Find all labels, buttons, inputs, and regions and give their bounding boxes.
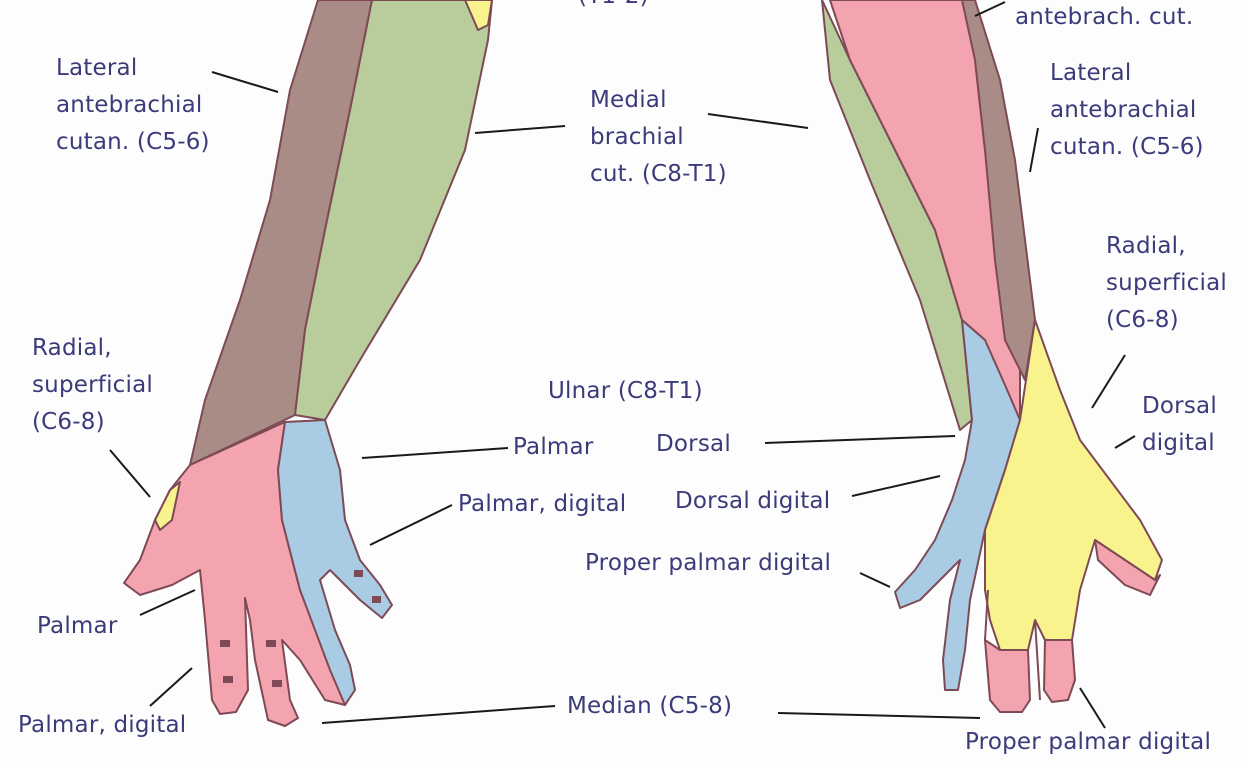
label-palmar-digital-left: Palmar, digital <box>18 712 187 738</box>
label-palmar-left: Palmar <box>37 613 118 639</box>
label-medial-brachial: Medial brachial cut. (C8-T1) <box>590 82 727 193</box>
label-line: cutan. (C5-6) <box>1050 134 1204 160</box>
left-ulnar-palmar-region <box>277 419 393 706</box>
label-line: Medial <box>590 87 667 113</box>
label-line: superficial <box>1106 270 1227 296</box>
label-line: Radial, <box>1106 233 1186 259</box>
label-radial-superficial-left: Radial, superficial (C6-8) <box>32 330 153 441</box>
label-proper-palmar-digital-bottom: Proper palmar digital <box>965 729 1212 755</box>
label-lateral-antebrachial-left: Lateral antebrachial cutan. (C5-6) <box>56 50 210 161</box>
label-palmar-center: Palmar <box>513 434 594 460</box>
leader-lines <box>109 1 1136 729</box>
label-radial-superficial-right: Radial, superficial (C6-8) <box>1106 228 1227 339</box>
label-line: cutan. (C5-6) <box>56 129 210 155</box>
label-line: digital <box>1142 430 1215 456</box>
left-arm <box>123 0 493 727</box>
label-line: Radial, <box>32 335 112 361</box>
left-radial-superficial-region <box>154 481 181 531</box>
label-median: Median (C5-8) <box>567 693 733 719</box>
label-line: (C6-8) <box>1106 307 1179 333</box>
label-ulnar: Ulnar (C8-T1) <box>548 378 703 404</box>
left-top-yellow-region <box>464 0 493 31</box>
label-dorsal-digital-center: Dorsal digital <box>675 488 831 514</box>
right-proper-palmar-tips <box>984 539 1161 713</box>
left-finger-marks <box>220 570 381 687</box>
label-top-left-partial: (T1-2) <box>578 0 649 15</box>
label-line: Lateral <box>56 55 138 81</box>
label-line: Dorsal <box>1142 393 1217 419</box>
label-palmar-digital-center: Palmar, digital <box>458 491 627 517</box>
label-line: (C6-8) <box>32 409 105 435</box>
label-dorsal-center: Dorsal <box>656 431 731 457</box>
label-line: superficial <box>32 372 153 398</box>
label-line: brachial <box>590 124 684 150</box>
label-line: antebrachial <box>56 92 203 118</box>
label-line: Lateral <box>1050 60 1132 86</box>
left-medial-brachial-region <box>294 0 493 421</box>
label-line: cut. (C8-T1) <box>590 161 727 187</box>
label-lateral-antebrachial-right: Lateral antebrachial cutan. (C5-6) <box>1050 55 1204 166</box>
right-arm <box>821 0 1163 713</box>
label-line: antebrachial <box>1050 97 1197 123</box>
label-proper-palmar-digital-center: Proper palmar digital <box>585 550 832 576</box>
right-finger-divider <box>984 589 1041 701</box>
label-top-right-partial: antebrach. cut. <box>1015 4 1194 30</box>
label-dorsal-digital-right: Dorsal digital <box>1142 388 1217 462</box>
